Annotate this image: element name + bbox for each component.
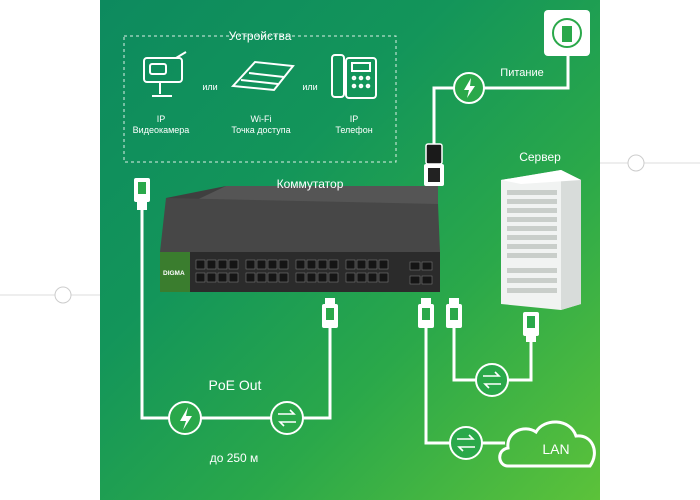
ap-label: Wi-Fi Точка доступа [221,114,301,136]
data-exchange-icon [483,371,501,389]
phone-label-line2: Телефон [335,125,373,135]
lightning-icon [464,78,475,98]
camera-label-line2: Видеокамера [132,125,190,135]
power-badge [453,72,485,104]
switch-green-accent [160,252,190,292]
rj45-connector-server-switch [446,298,462,328]
camera-label: IP Видеокамера [125,114,197,136]
rj45-connector-poe-switch [322,298,338,328]
poe-out-label: PoE Out [208,377,262,393]
phone-label-line1: IP [349,114,359,124]
poe-cable [140,208,332,420]
lan-cloud-icon [498,420,596,468]
lan-label: LAN [542,441,570,457]
ip-phone-icon [331,54,377,99]
server-label: Сервер [519,150,561,164]
green-panel: DIGMA [100,0,600,500]
devices-box [123,35,397,163]
ap-label-line1: Wi-Fi [250,114,272,124]
right-marker-circle [627,154,645,172]
poe-power-badge [168,401,202,435]
or-label-2: или [302,82,318,92]
ip-camera-icon [143,51,187,97]
left-marker-circle [54,286,72,304]
network-diagram: DIGMA [123,10,596,468]
power-cable [432,38,570,150]
lightning-icon [180,407,192,430]
phone-label: IP Телефон [322,114,386,136]
power-outlet-icon [544,10,590,56]
data-exchange-icon [278,409,296,427]
ap-label-line2: Точка доступа [231,125,291,135]
data-exchange-icon [457,434,475,452]
server-data-badge [475,363,509,397]
poe-distance-label: до 250 м [209,451,259,465]
poe-data-badge [270,401,304,435]
or-label-1: или [202,82,218,92]
lan-data-badge [449,426,483,460]
rj45-connector-poe-left [134,178,150,210]
switch-label: Коммутатор [276,177,344,191]
devices-title: Устройства [228,29,292,43]
switch-brand-text: DIGMA [163,270,185,277]
power-label: Питание [500,67,544,79]
network-switch-icon: DIGMA [160,186,440,292]
power-plug-connector [424,143,444,186]
wifi-access-point-icon [230,60,295,92]
rj45-connector-lan [418,298,434,328]
camera-label-line1: IP [156,114,166,124]
server-rack-icon [501,170,581,310]
rj45-connector-server [523,312,539,342]
